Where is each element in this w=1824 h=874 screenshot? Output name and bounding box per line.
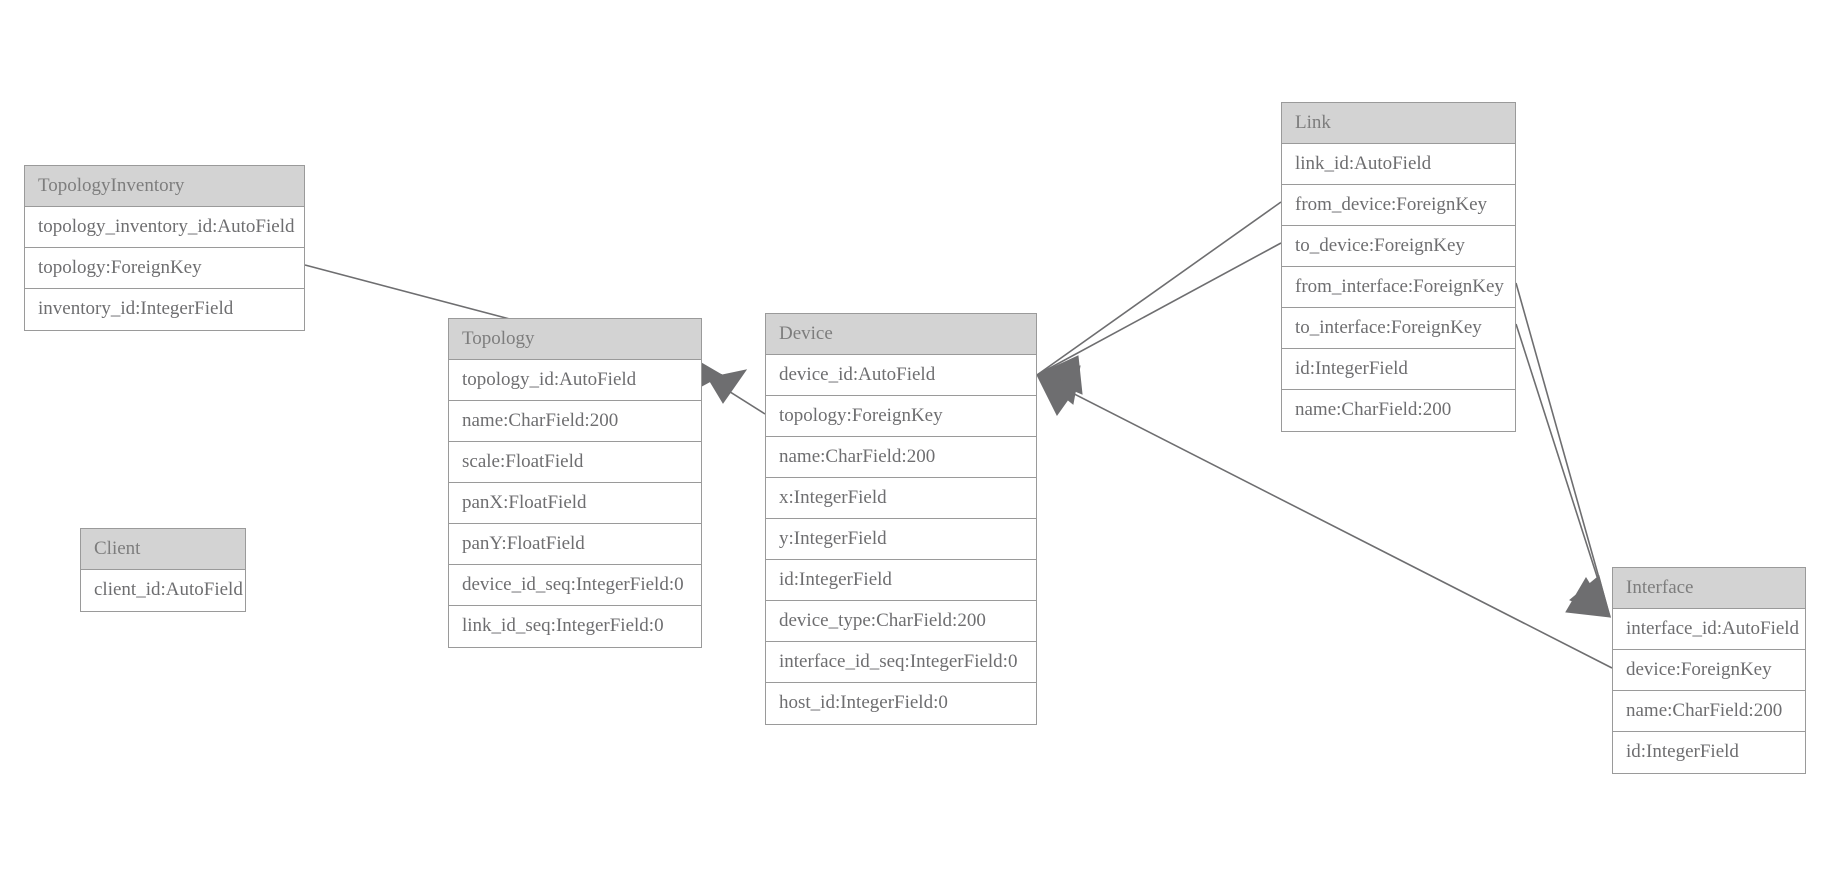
entity-field[interactable]: interface_id_seq:IntegerField:0 (766, 642, 1036, 683)
entity-field[interactable]: topology_inventory_id:AutoField (25, 207, 304, 248)
relationship-line (1036, 201, 1282, 376)
entity-field[interactable]: host_id:IntegerField:0 (779, 692, 948, 713)
relationship-arrowhead-icon (1565, 577, 1611, 618)
rel-link-from-interface (1515, 282, 1611, 618)
entity-field[interactable]: name:CharField:200 (766, 437, 1036, 478)
relationship-line (1036, 242, 1282, 376)
entity-title-topology: Topology (449, 319, 701, 360)
entity-field[interactable]: client_id:AutoField (94, 579, 243, 600)
entity-field[interactable]: id:IntegerField (766, 560, 1036, 601)
entity-field[interactable]: id:IntegerField (1282, 349, 1515, 390)
entity-field[interactable]: interface_id:AutoField (1613, 609, 1805, 650)
entity-title-topology_inventory: TopologyInventory (25, 166, 304, 207)
entity-field[interactable]: id:IntegerField (1626, 741, 1739, 762)
entity-field[interactable]: name:CharField:200 (1295, 399, 1452, 420)
entity-client[interactable]: Client client_id:AutoField (80, 528, 246, 612)
entity-field[interactable]: name:CharField:200 (449, 401, 701, 442)
entity-field[interactable]: panY:FloatField (449, 524, 701, 565)
entity-field[interactable]: y:IntegerField (766, 519, 1036, 560)
entity-field[interactable]: device:ForeignKey (1613, 650, 1805, 691)
entity-title-interface: Interface (1613, 568, 1805, 609)
entity-field[interactable]: device_id_seq:IntegerField:0 (449, 565, 701, 606)
relationship-arrowhead-icon (707, 369, 748, 404)
entity-field[interactable]: to_interface:ForeignKey (1282, 308, 1515, 349)
entity-title-link: Link (1282, 103, 1515, 144)
entity-field[interactable]: link_id:AutoField (1282, 144, 1515, 185)
entity-field[interactable]: panX:FloatField (449, 483, 701, 524)
entity-field[interactable]: from_device:ForeignKey (1282, 185, 1515, 226)
entity-field[interactable]: x:IntegerField (766, 478, 1036, 519)
entity-field[interactable]: from_interface:ForeignKey (1282, 267, 1515, 308)
rel-link-to-device (1035, 242, 1282, 395)
entity-field[interactable]: scale:FloatField (449, 442, 701, 483)
entity-title-client: Client (81, 529, 245, 570)
rel-link-to-interface (1515, 323, 1611, 618)
relationship-line (1515, 323, 1611, 618)
relationship-arrowhead-icon (1035, 365, 1081, 405)
entity-field[interactable]: topology_id:AutoField (449, 360, 701, 401)
entity-field[interactable]: name:CharField:200 (1613, 691, 1805, 732)
relationship-arrowhead-icon (1036, 374, 1080, 416)
rel-device-topology (707, 369, 766, 415)
entity-title-device: Device (766, 314, 1036, 355)
entity-field[interactable]: topology:ForeignKey (25, 248, 304, 289)
relationship-line (1515, 282, 1611, 618)
entity-field[interactable]: topology:ForeignKey (766, 396, 1036, 437)
entity-field[interactable]: device_type:CharField:200 (766, 601, 1036, 642)
rel-link-from-device (1035, 201, 1282, 405)
entity-field[interactable]: device_id:AutoField (766, 355, 1036, 396)
entity-field[interactable]: inventory_id:IntegerField (38, 298, 234, 319)
entity-field[interactable]: to_device:ForeignKey (1282, 226, 1515, 267)
entity-field[interactable]: link_id_seq:IntegerField:0 (462, 615, 664, 636)
relationship-arrowhead-icon (1035, 355, 1083, 395)
relationship-line (707, 377, 766, 415)
relationship-arrowhead-icon (1569, 575, 1611, 618)
